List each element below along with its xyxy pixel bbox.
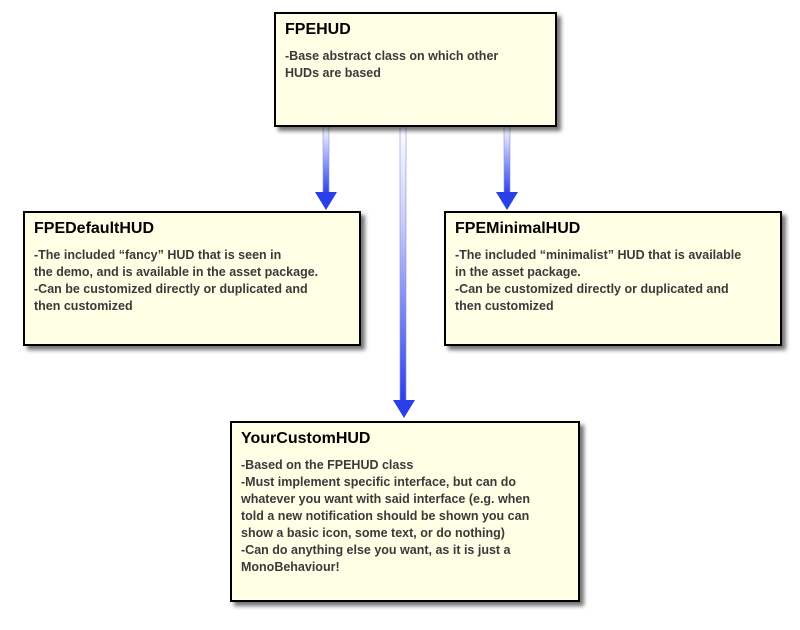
description-line: -Based on the FPEHUD class: [241, 458, 414, 472]
fpehud-description: -Base abstract class on which other HUDs…: [285, 48, 498, 82]
description-line: told a new notification should be shown …: [241, 509, 530, 523]
description-line: then customized: [34, 299, 133, 313]
fpedefaulthud-description: -The included “fancy” HUD that is seen i…: [34, 247, 318, 315]
fpedefaulthud-box: FPEDefaultHUD -The included “fancy” HUD …: [23, 211, 361, 346]
fpedefaulthud-title: FPEDefaultHUD: [34, 220, 155, 237]
fpehud-box: FPEHUD -Base abstract class on which oth…: [274, 12, 557, 127]
description-line: in the asset package.: [455, 265, 581, 279]
fpehud-title: FPEHUD: [285, 21, 351, 38]
arrow-fpehud-to-minimal: [496, 125, 518, 210]
yourcustomhud-description: -Based on the FPEHUD class -Must impleme…: [241, 457, 530, 576]
description-line: whatever you want with said interface (e…: [241, 492, 530, 506]
yourcustomhud-title: YourCustomHUD: [241, 430, 371, 447]
fpeminimalhud-description: -The included “minimalist” HUD that is a…: [455, 247, 741, 315]
yourcustomhud-box: YourCustomHUD -Based on the FPEHUD class…: [230, 421, 580, 602]
description-line: -The included “fancy” HUD that is seen i…: [34, 248, 282, 262]
fpeminimalhud-title: FPEMinimalHUD: [455, 220, 581, 237]
description-line: -Can be customized directly or duplicate…: [34, 282, 308, 296]
description-line: -Can be customized directly or duplicate…: [455, 282, 729, 296]
arrow-fpehud-to-default: [315, 125, 337, 210]
arrow-fpehud-to-custom: [393, 125, 415, 418]
description-line: -The included “minimalist” HUD that is a…: [455, 248, 742, 262]
description-line: MonoBehaviour!: [241, 560, 340, 574]
description-line: -Base abstract class on which other: [285, 49, 499, 63]
description-line: the demo, and is available in the asset …: [34, 265, 319, 279]
description-line: HUDs are based: [285, 66, 381, 80]
description-line: -Can do anything else you want, as it is…: [241, 543, 511, 557]
description-line: show a basic icon, some text, or do noth…: [241, 526, 505, 540]
fpeminimalhud-box: FPEMinimalHUD -The included “minimalist”…: [444, 211, 782, 346]
description-line: then customized: [455, 299, 554, 313]
description-line: -Must implement specific interface, but …: [241, 475, 517, 489]
